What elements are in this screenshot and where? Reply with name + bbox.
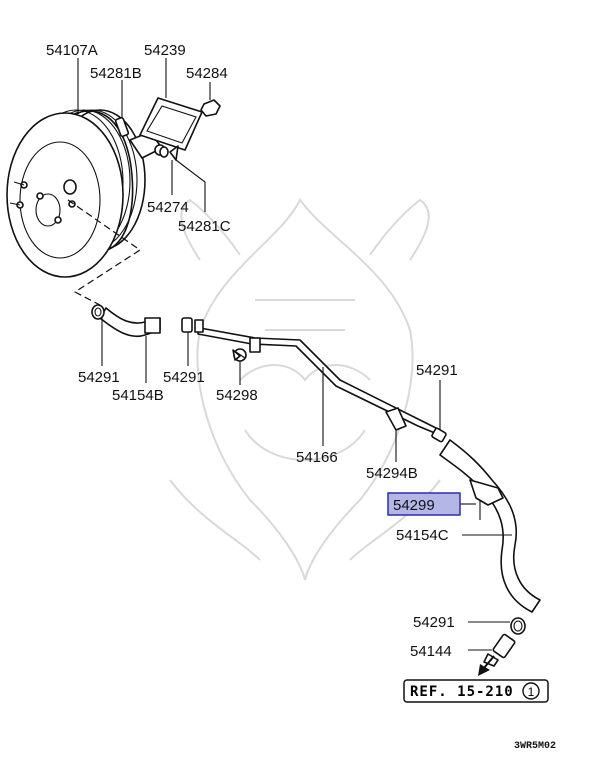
connection-dashed-line <box>67 199 142 306</box>
label-54298: 54298 <box>216 387 258 404</box>
bracket-54294b <box>385 407 407 431</box>
label-54239: 54239 <box>144 42 186 59</box>
reference-circled-number: 1 <box>528 685 535 699</box>
hose-clamp-right-top <box>431 427 447 443</box>
hose-clip-54299 <box>469 479 504 520</box>
label-54291-bottom: 54291 <box>413 614 455 631</box>
label-54107a: 54107A <box>46 42 98 59</box>
label-54281c: 54281C <box>178 218 231 235</box>
hose-54154b <box>99 307 161 337</box>
reference-text: REF. 15-210 <box>410 684 514 700</box>
brake-booster <box>6 109 146 278</box>
hose-clamp-mid <box>181 317 193 333</box>
nut <box>200 99 221 117</box>
check-valve-54298 <box>232 348 247 362</box>
hose-clamp-left <box>91 304 105 320</box>
watermark-emblem-icon <box>169 198 441 581</box>
label-54291-left: 54291 <box>78 369 120 386</box>
reference-box: REF. 15-210 1 <box>403 679 549 703</box>
diagram-code: 3WR5M02 <box>514 741 556 752</box>
gasket <box>139 97 203 151</box>
label-54299: 54299 <box>393 497 435 514</box>
stud-bolt <box>114 116 130 138</box>
label-54144: 54144 <box>410 643 452 660</box>
hose-clamp-bottom <box>510 617 526 635</box>
label-54281b: 54281B <box>90 65 142 82</box>
label-54284: 54284 <box>186 65 228 82</box>
label-54274: 54274 <box>147 199 189 216</box>
circled-number-icon <box>522 682 540 700</box>
hose-54154c <box>439 439 541 613</box>
label-54291-right: 54291 <box>416 362 458 379</box>
highlight-box <box>387 492 461 516</box>
label-54154b: 54154B <box>112 387 164 404</box>
label-54154c: 54154C <box>396 527 449 544</box>
washer-and-clip <box>159 145 179 161</box>
part-labels: 54107A 54239 54281B 54284 54274 54281C 5… <box>46 42 461 660</box>
label-54294b: 54294B <box>366 465 418 482</box>
label-54291-mid: 54291 <box>163 369 205 386</box>
arrow-down-left-icon <box>478 655 495 676</box>
label-54166: 54166 <box>296 449 338 466</box>
leader-lines <box>77 58 512 651</box>
vacuum-pipe <box>194 319 443 437</box>
